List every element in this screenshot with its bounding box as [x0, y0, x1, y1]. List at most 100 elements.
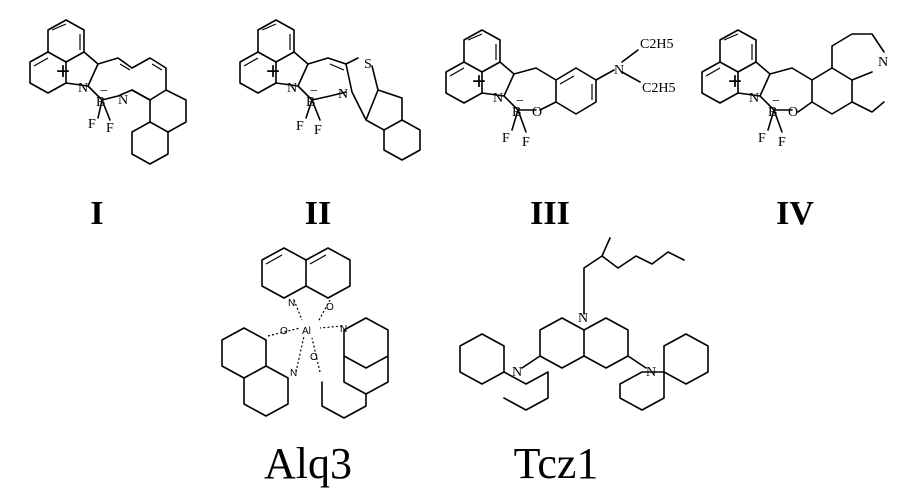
tcz1-link-left: [521, 355, 541, 369]
n-atom-I: N: [78, 81, 88, 96]
quinoline-I: [131, 89, 187, 133]
f1-atom-I: F: [88, 117, 96, 132]
plus-III: +: [472, 68, 486, 95]
tcz1-left-b: [503, 371, 549, 411]
b-atom-I: B: [96, 95, 105, 110]
ring-III-double: [449, 33, 497, 77]
phenol-III: [513, 67, 597, 115]
chain-II: [307, 57, 359, 65]
chain-II-double: [329, 63, 345, 71]
alq3-ring-left-a: [221, 327, 267, 379]
benzo-II: [383, 119, 421, 161]
f1-atom-IV: F: [758, 131, 766, 146]
ring-III-five: [481, 61, 515, 97]
benzothiazole-II: [345, 63, 403, 131]
tcz1-n-center: N: [578, 311, 588, 326]
n2-atom-I: N: [118, 93, 128, 108]
bf-III: [511, 109, 527, 133]
n-atom-II: N: [287, 81, 297, 96]
julolidine-bot-IV: [797, 101, 885, 113]
minus-I: −: [100, 84, 108, 99]
b-atom-IV: B: [768, 105, 777, 120]
n-atom-IV: N: [749, 91, 759, 106]
alq3-ring-left-b: [243, 365, 289, 417]
tcz1-branch: [601, 237, 611, 257]
label-I: I: [90, 195, 103, 232]
alq3-top-double: [265, 254, 327, 265]
structure-alq3: Al N O O N N O: [221, 247, 389, 419]
f2-atom-III: F: [522, 135, 530, 150]
al-atom: Al: [302, 326, 311, 337]
b-atom-II: B: [306, 95, 315, 110]
alq3-ring-top-a: [261, 247, 307, 299]
s-atom-II: S: [364, 57, 372, 72]
alq3-ring-right-b: [343, 355, 389, 395]
quinoline-I-b: [131, 121, 169, 165]
ring-I-five: [65, 51, 99, 87]
tcz1-n-left: N: [512, 365, 522, 380]
f2-atom-IV: F: [778, 135, 786, 150]
structure-III: + N B − O N C2H5 C2H5 F F: [445, 29, 675, 150]
alq3-o1: O: [326, 302, 334, 313]
ethyl2-III: C2H5: [642, 81, 675, 96]
structure-I: + N B − N F F: [29, 19, 187, 165]
phenol-III-double: [559, 75, 593, 100]
ring-III-b: [463, 29, 501, 73]
phenol-IV: [769, 67, 853, 115]
n2-atom-II: N: [338, 87, 348, 102]
plus-IV: +: [728, 68, 742, 95]
alq3-ring-right-a: [343, 317, 389, 369]
label-alq3: Alq3: [264, 439, 352, 488]
o-atom-III: O: [532, 105, 542, 120]
label-tcz1: Tcz1: [514, 439, 599, 488]
minus-IV: −: [772, 94, 780, 109]
subst-III: [539, 69, 615, 111]
boron-bonds-I: [87, 85, 133, 101]
structure-II: + N B − N S F F: [239, 19, 421, 161]
ring-II-b: [257, 19, 295, 63]
julolidine-top-IV: [831, 33, 885, 81]
tcz1-link-right: [627, 355, 647, 369]
f2-atom-II: F: [314, 123, 322, 138]
tcz1-right-b: [619, 371, 665, 411]
alq3-n2: N: [340, 324, 347, 335]
bf-II: [305, 99, 321, 121]
ring-I-double: [33, 23, 81, 67]
alq3-ring-top-b: [305, 247, 351, 299]
bf-I: [97, 99, 111, 121]
n2-atom-III: N: [614, 63, 624, 78]
tcz1-right-a: [663, 333, 709, 385]
f1-atom-III: F: [502, 131, 510, 146]
alq3-ring-right-c: [321, 381, 367, 419]
plus-I: +: [56, 58, 70, 85]
ethyl1-III: C2H5: [640, 37, 673, 52]
chain-I-double: [119, 63, 163, 71]
label-III: III: [530, 195, 570, 232]
o-atom-IV: O: [788, 105, 798, 120]
minus-III: −: [516, 94, 524, 109]
chain-I: [97, 57, 167, 101]
tcz1-left-a: [459, 333, 505, 385]
n-atom-III: N: [493, 91, 503, 106]
structure-tcz1: N N N: [459, 237, 709, 411]
bf-IV: [767, 109, 783, 133]
alq3-n3: N: [290, 368, 297, 379]
ring-II-double: [243, 23, 291, 67]
f2-atom-I: F: [106, 121, 114, 136]
tcz1-center-b: [583, 317, 629, 369]
structure-IV: + N B − O N F F: [701, 29, 888, 150]
boron-bonds-II: [297, 85, 347, 101]
ring-IV-b: [719, 29, 757, 73]
plus-II: +: [266, 58, 280, 85]
ethyl-bonds-III: [621, 49, 641, 83]
alq3-o2: O: [280, 326, 288, 337]
ring-IV-double: [705, 33, 753, 77]
b-atom-III: B: [512, 105, 521, 120]
label-IV: IV: [776, 195, 814, 232]
ring-IV-five: [737, 61, 771, 97]
ring-I-b: [47, 19, 85, 63]
alq3-n1: N: [288, 298, 295, 309]
n2-atom-IV: N: [878, 55, 888, 70]
alq3-o3: O: [310, 352, 318, 363]
